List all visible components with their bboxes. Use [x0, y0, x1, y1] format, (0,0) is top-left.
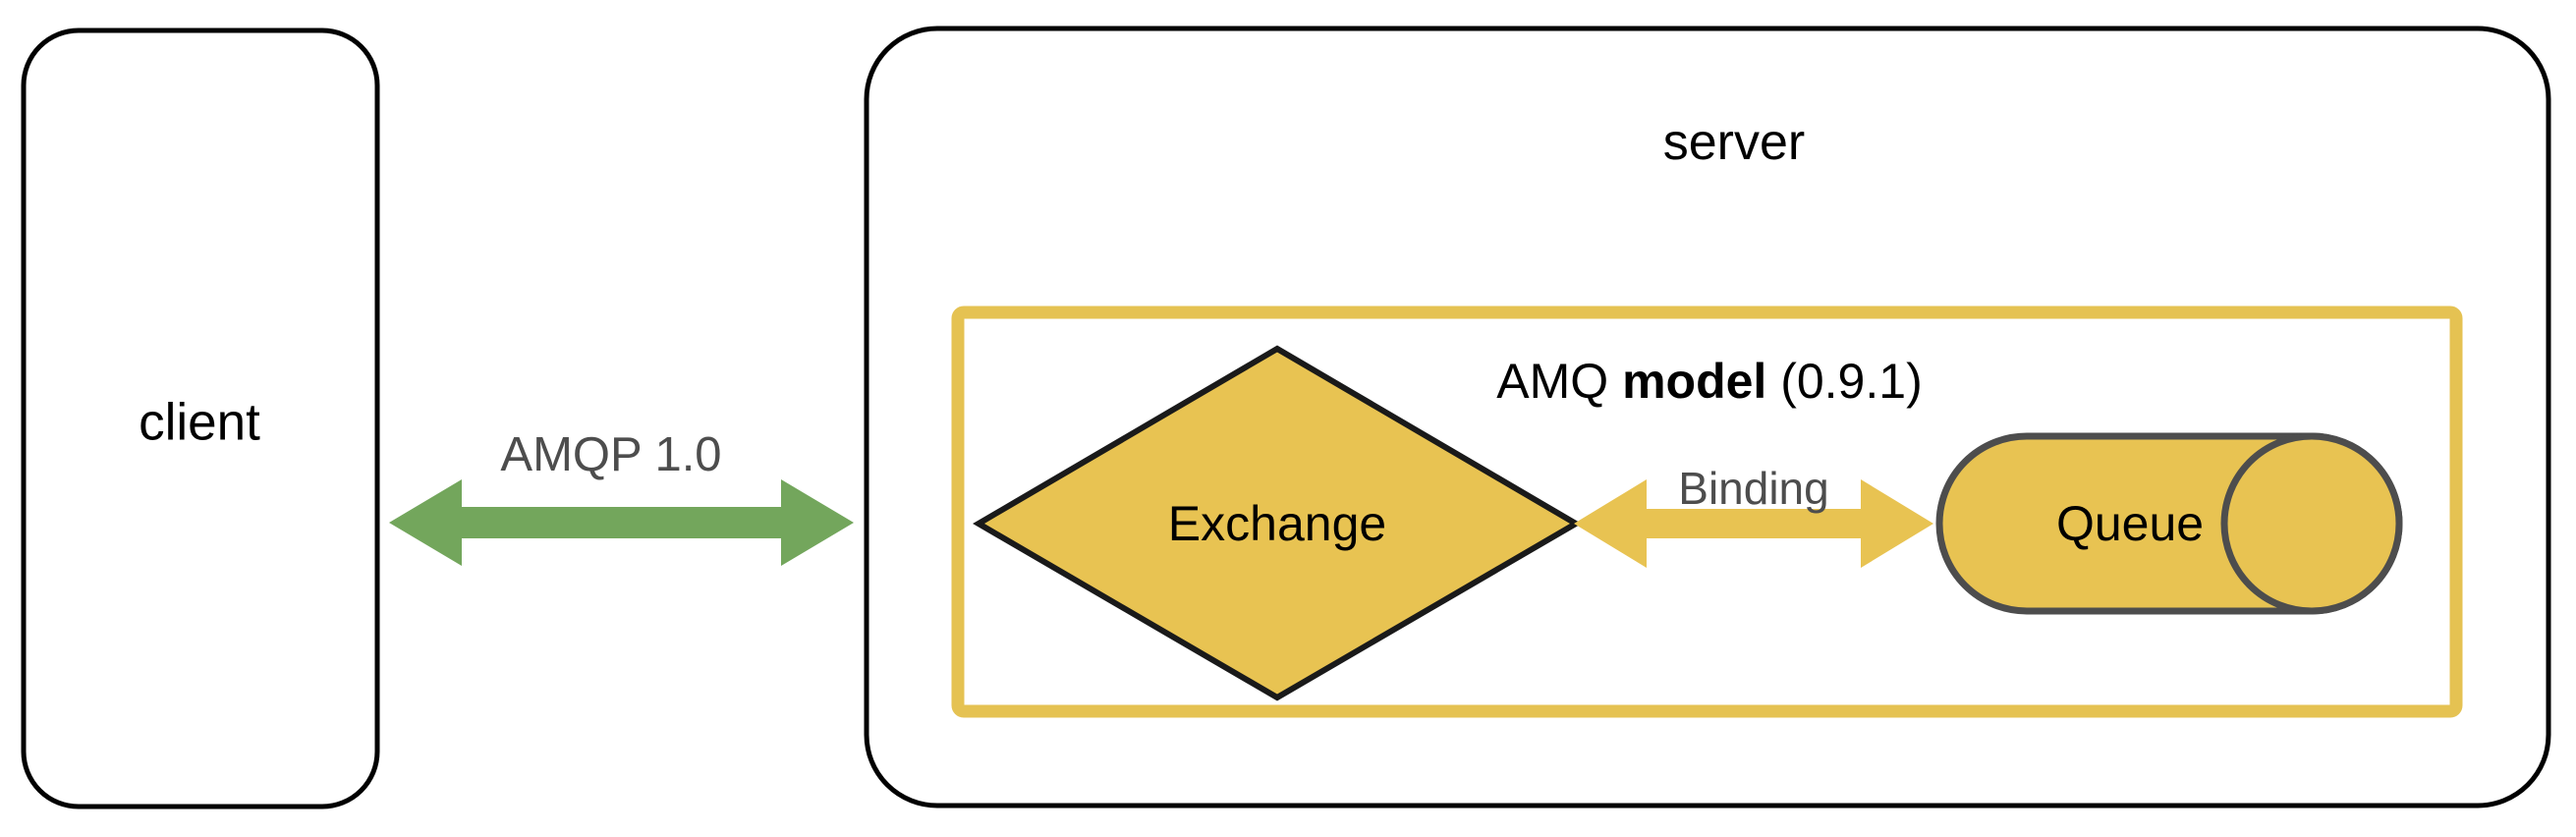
binding-arrow[interactable]: [1574, 479, 1933, 568]
queue-end-cap: [2220, 432, 2403, 615]
amqp-arrow[interactable]: [389, 479, 854, 566]
exchange-diamond[interactable]: [973, 345, 1582, 701]
amq-model-box[interactable]: [951, 306, 2463, 718]
queue-cylinder[interactable]: [1935, 432, 2403, 615]
client-box[interactable]: [21, 28, 380, 809]
server-box[interactable]: [864, 26, 2551, 809]
